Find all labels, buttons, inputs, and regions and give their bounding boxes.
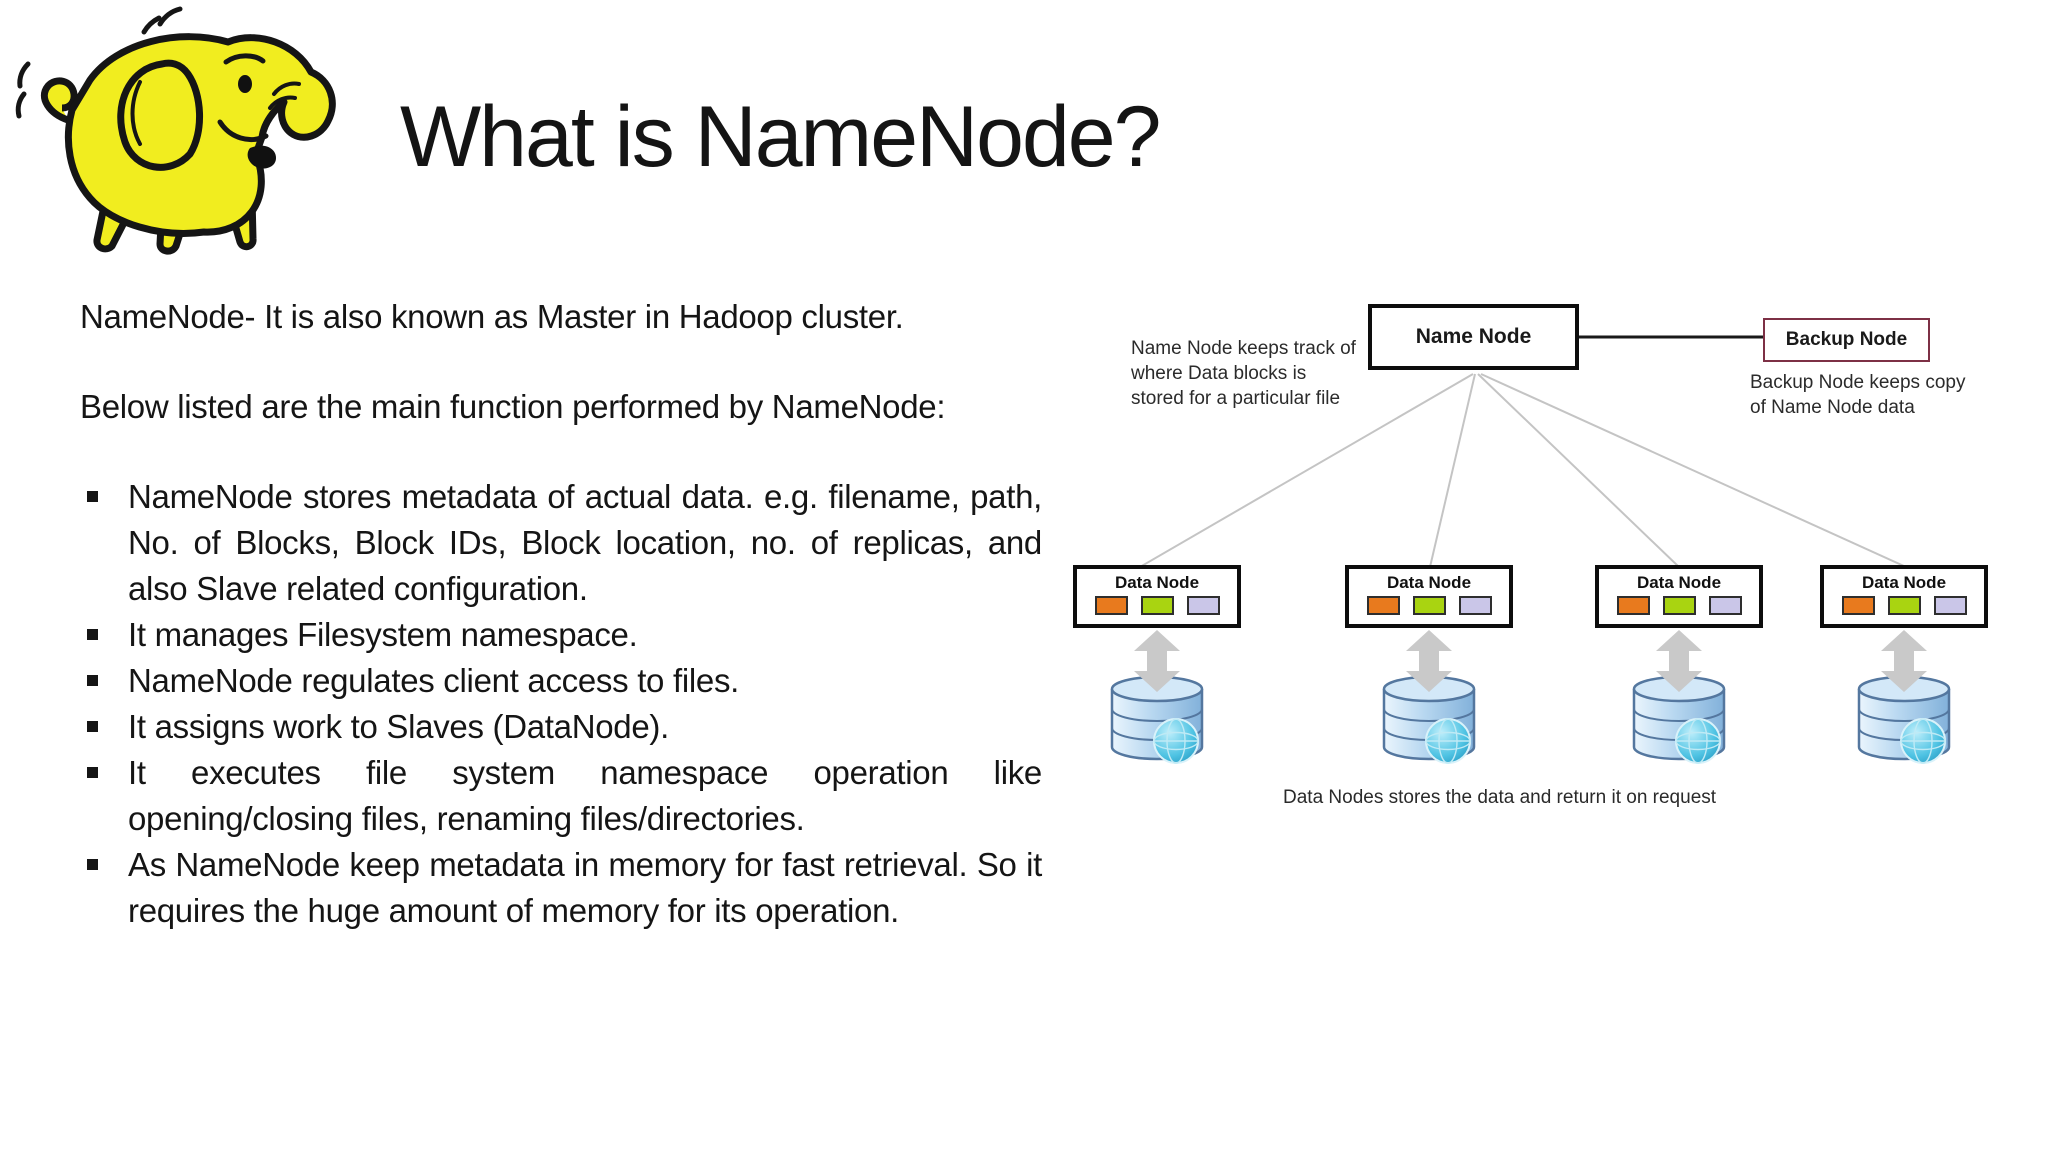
data-node-label: Data Node [1114,573,1200,592]
block-chip-lavender [1186,596,1220,615]
block-chip-lavender [1458,596,1492,615]
bullet-item: NameNode regulates client access to file… [80,658,1042,704]
block-chips [1077,596,1237,615]
bullet-item: It manages Filesystem namespace. [80,612,1042,658]
block-chips [1824,596,1984,615]
connector-lines [1139,335,1907,568]
backup-node-annotation: Backup Node keeps copy of Name Node data [1750,372,1966,418]
block-chip-orange [1366,596,1400,615]
hdfs-architecture-diagram: Name Node Backup Node Name Node keeps tr… [1060,290,2040,840]
data-node-label: Data Node [1861,573,1947,592]
bullet-list: NameNode stores metadata of actual data.… [80,474,1042,934]
block-chip-green [1662,596,1696,615]
elephant-tail [40,77,78,124]
bullet-item: It executes file system namespace operat… [80,750,1042,842]
block-chips [1599,596,1759,615]
data-node-box: Data Node [1595,565,1763,628]
data-node-label: Data Node [1636,573,1722,592]
name-to-datanode-connectors [1139,373,1907,568]
elephant-eye [238,75,252,93]
hadoop-elephant-logo [15,6,336,255]
subheading-line: Below listed are the main function perfo… [80,388,946,425]
block-chip-orange [1841,596,1875,615]
page-title: What is NameNode? [400,89,1161,185]
body-text: NameNode- It is also known as Master in … [80,294,1042,934]
name-node-box: Name Node [1368,304,1579,370]
name-node-annotation: Name Node keeps track of where Data bloc… [1131,338,1356,409]
block-chip-orange [1616,596,1650,615]
data-node-box: Data Node [1345,565,1513,628]
data-node-label: Data Node [1386,573,1472,592]
block-chip-lavender [1933,596,1967,615]
name-node-label: Name Node [1415,325,1532,348]
backup-node-label: Backup Node [1785,329,1908,350]
block-chip-orange [1094,596,1128,615]
block-chip-lavender [1708,596,1742,615]
bullet-item: NameNode stores metadata of actual data.… [80,474,1042,612]
diagram-caption: Data Nodes stores the data and return it… [1283,787,1717,808]
block-chip-green [1412,596,1446,615]
elephant-mouth [247,145,276,169]
bullet-item: It assigns work to Slaves (DataNode). [80,704,1042,750]
block-chip-green [1887,596,1921,615]
bullet-item: As NameNode keep metadata in memory for … [80,842,1042,934]
intro-line: NameNode- It is also known as Master in … [80,298,904,335]
data-node-box: Data Node [1820,565,1988,628]
backup-node-box: Backup Node [1763,318,1930,362]
data-node-box: Data Node [1073,565,1241,628]
block-chip-green [1140,596,1174,615]
block-chips [1349,596,1509,615]
